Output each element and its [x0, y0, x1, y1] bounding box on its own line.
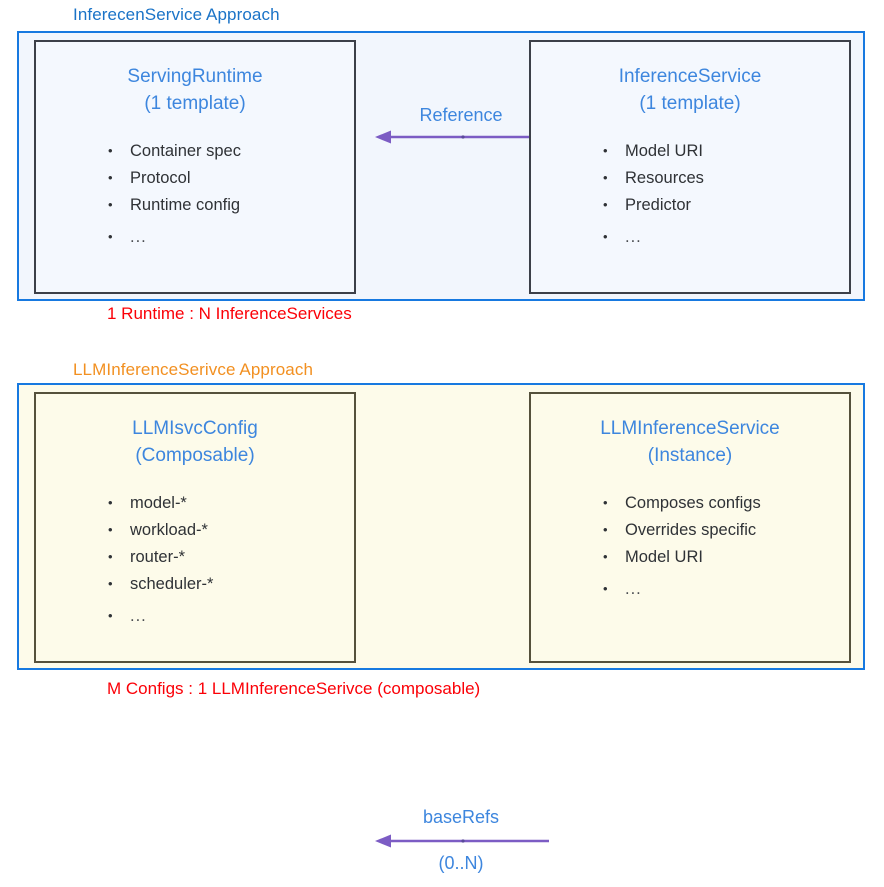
- card-heading: LLMInferenceService (Instance): [531, 416, 849, 470]
- connector-baserefs: baseRefs (0..N): [373, 797, 549, 887]
- card-llm-inference-service: LLMInferenceService (Instance) Composes …: [529, 392, 851, 663]
- left-arrow-icon: [375, 834, 549, 848]
- left-arrow-icon: [375, 130, 549, 144]
- bottom-approach-panel: LLMIsvcConfig (Composable) model-* workl…: [17, 383, 865, 873]
- list-item: ...: [603, 575, 849, 603]
- card-feature-list: model-* workload-* router-* scheduler-* …: [36, 489, 354, 630]
- bottom-section-caption: M Configs : 1 LLMInferenceSerivce (compo…: [107, 679, 481, 698]
- list-item: Model URI: [603, 543, 849, 571]
- card-heading-line1: ServingRuntime: [127, 66, 263, 87]
- list-item: Container spec: [108, 137, 354, 165]
- architecture-comparison-diagram: InferecenService Approach ServingRuntime…: [0, 0, 884, 711]
- bottom-section-title: LLMInferenceSerivce Approach: [73, 360, 313, 379]
- list-item: Resources: [603, 164, 849, 192]
- top-section-caption: 1 Runtime : N InferenceServices: [107, 304, 352, 323]
- list-item: model-*: [108, 489, 354, 517]
- card-heading-line1: LLMIsvcConfig: [132, 418, 258, 439]
- card-llmisvc-config: LLMIsvcConfig (Composable) model-* workl…: [34, 392, 356, 663]
- list-item: Model URI: [603, 137, 849, 165]
- list-item: Predictor: [603, 191, 849, 219]
- connector-label: Reference: [419, 105, 503, 125]
- card-heading-line2: (Composable): [135, 444, 255, 466]
- card-feature-list: Model URI Resources Predictor ...: [531, 137, 849, 251]
- connector-label: baseRefs: [422, 807, 500, 827]
- card-heading-line2: (1 template): [639, 92, 741, 114]
- list-item: Protocol: [108, 164, 354, 192]
- top-approach-panel: ServingRuntime (1 template) Container sp…: [17, 31, 865, 301]
- card-inference-service: InferenceService (1 template) Model URI …: [529, 40, 851, 294]
- card-heading: ServingRuntime (1 template): [36, 64, 354, 118]
- list-item: ...: [108, 223, 354, 251]
- list-item: router-*: [108, 543, 354, 571]
- list-item: Composes configs: [603, 489, 849, 517]
- list-item: workload-*: [108, 516, 354, 544]
- card-heading-line2: (Instance): [647, 444, 733, 466]
- card-heading: LLMIsvcConfig (Composable): [36, 416, 354, 470]
- card-feature-list: Composes configs Overrides specific Mode…: [531, 489, 849, 603]
- list-item: ...: [108, 602, 354, 630]
- card-heading-line1: InferenceService: [618, 66, 762, 87]
- connector-reference: Reference: [373, 93, 549, 163]
- card-feature-list: Container spec Protocol Runtime config .…: [36, 137, 354, 251]
- card-heading-line1: LLMInferenceService: [600, 418, 780, 439]
- card-heading: InferenceService (1 template): [531, 64, 849, 118]
- top-section-title: InferecenService Approach: [73, 5, 280, 24]
- card-serving-runtime: ServingRuntime (1 template) Container sp…: [34, 40, 356, 294]
- connector-cardinality-label: (0..N): [438, 853, 484, 873]
- list-item: Runtime config: [108, 191, 354, 219]
- list-item: scheduler-*: [108, 570, 354, 598]
- card-heading-line2: (1 template): [144, 92, 246, 114]
- list-item: ...: [603, 223, 849, 251]
- list-item: Overrides specific: [603, 516, 849, 544]
